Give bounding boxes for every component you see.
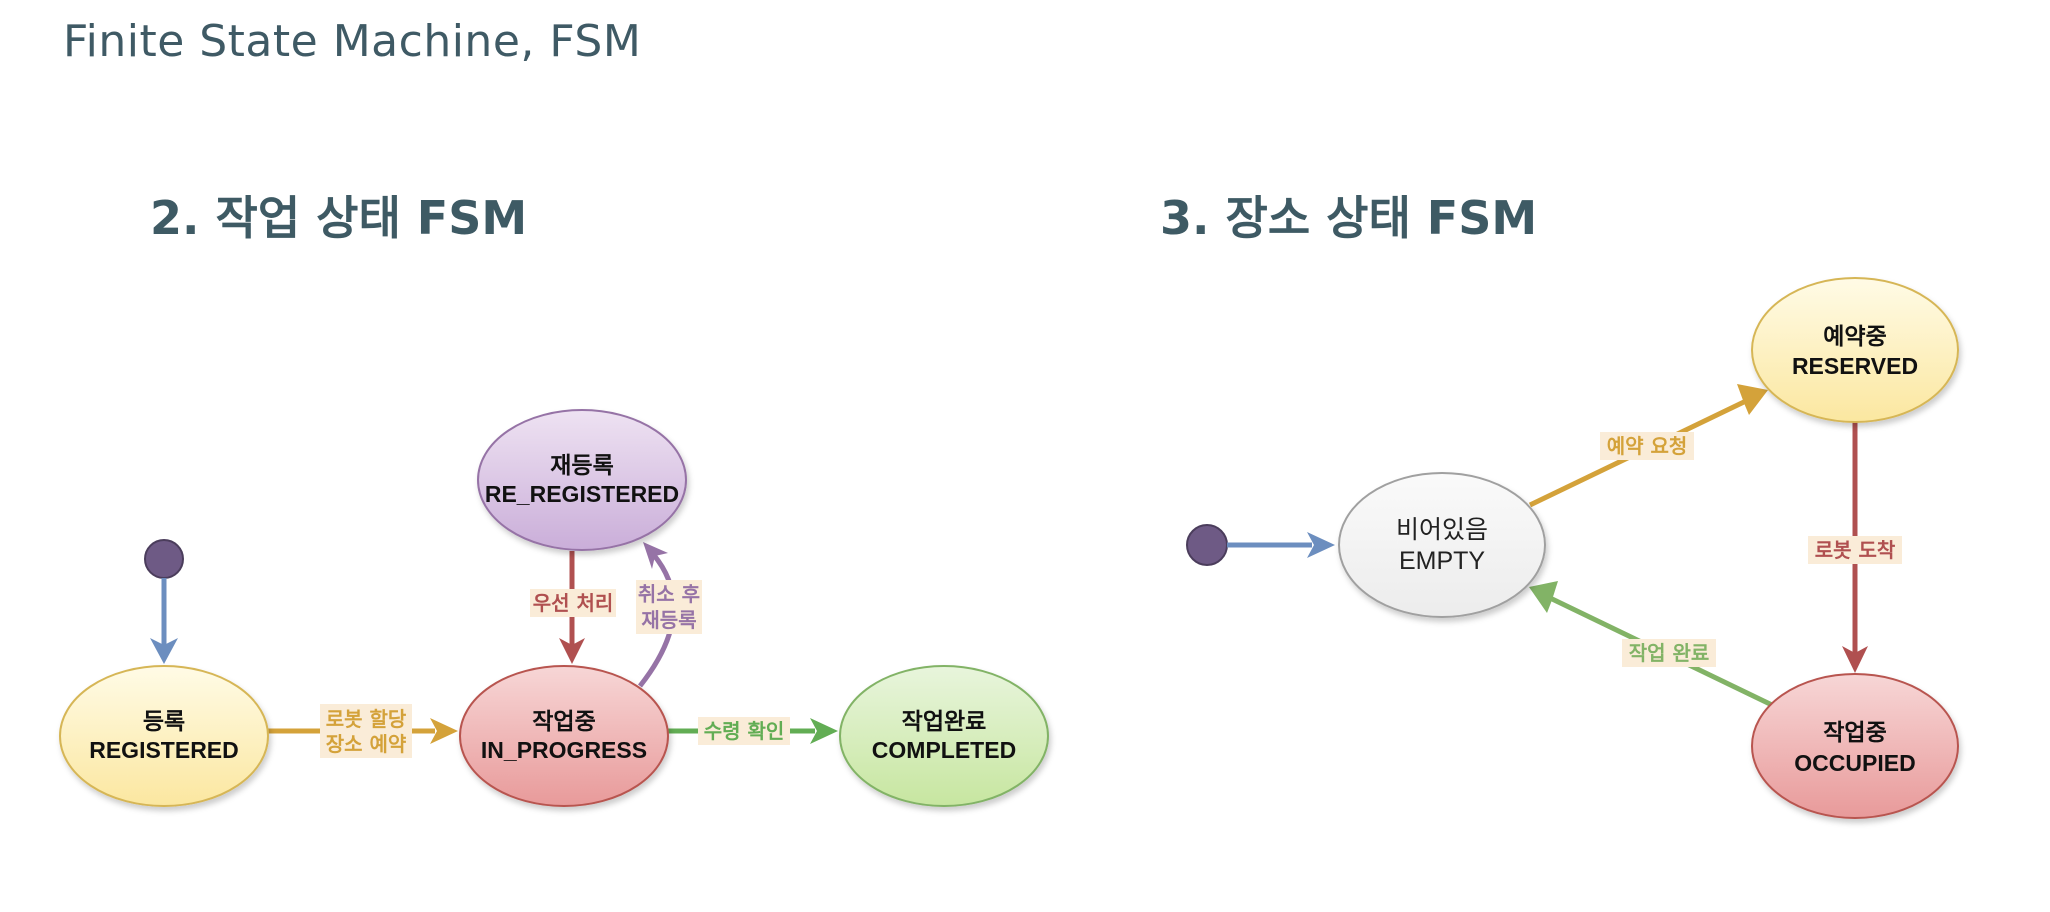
reserve-label: 예약 요청 [1607,434,1688,458]
done-label-bg [1622,639,1716,667]
place-fsm-title: 3. 장소 상태 FSM [1160,191,1538,245]
state-reserved: 예약중 RESERVED [1751,277,1959,423]
assign-label-bg [320,704,412,758]
state-registered: 등록 REGISTERED [59,665,269,807]
arrive-label: 로봇 도착 [1815,538,1896,562]
confirm-label: 수령 확인 [704,719,785,743]
state-in-progress: 작업중 IN_PROGRESS [459,665,669,807]
state-completed-ko: 작업완료 [902,708,987,734]
place-start-edge [1227,532,1335,558]
state-empty-en: EMPTY [1399,547,1485,575]
state-re-registered-en: RE_REGISTERED [485,481,679,507]
state-re-registered: 재등록 RE_REGISTERED [477,409,687,551]
arrive-label-bg [1808,536,1902,564]
state-completed-en: COMPLETED [872,737,1016,763]
done-label: 작업 완료 [1629,641,1710,665]
state-in-progress-en: IN_PROGRESS [481,737,647,763]
state-occupied: 작업중 OCCUPIED [1751,673,1959,819]
state-re-registered-ko: 재등록 [550,452,613,478]
state-occupied-en: OCCUPIED [1794,750,1915,776]
reregister-label-line2: 재등록 [641,608,696,632]
page-title: Finite State Machine, FSM [63,16,642,67]
state-empty: 비어있음 EMPTY [1338,472,1546,618]
state-completed: 작업완료 COMPLETED [839,665,1049,807]
reserve-label-bg [1600,432,1694,460]
priority-label-bg [530,589,616,617]
assign-label-line1: 로봇 할당 [326,707,407,731]
state-occupied-ko: 작업중 [1823,719,1886,745]
state-registered-en: REGISTERED [89,737,239,763]
assign-label-line2: 장소 예약 [326,732,407,756]
confirm-label-bg [698,717,790,745]
task-fsm-title: 2. 작업 상태 FSM [150,191,528,245]
place-start-node [1186,524,1228,566]
state-reserved-en: RESERVED [1792,353,1918,379]
task-start-edge [150,578,178,664]
state-empty-ko: 비어있음 [1396,516,1488,544]
reregister-label-bg [636,580,702,634]
priority-label: 우선 처리 [533,591,614,615]
state-registered-ko: 등록 [143,708,185,734]
task-start-node [144,539,184,579]
state-reserved-ko: 예약중 [1823,323,1886,349]
state-in-progress-ko: 작업중 [532,708,595,734]
reregister-label-line1: 취소 후 [638,582,700,606]
